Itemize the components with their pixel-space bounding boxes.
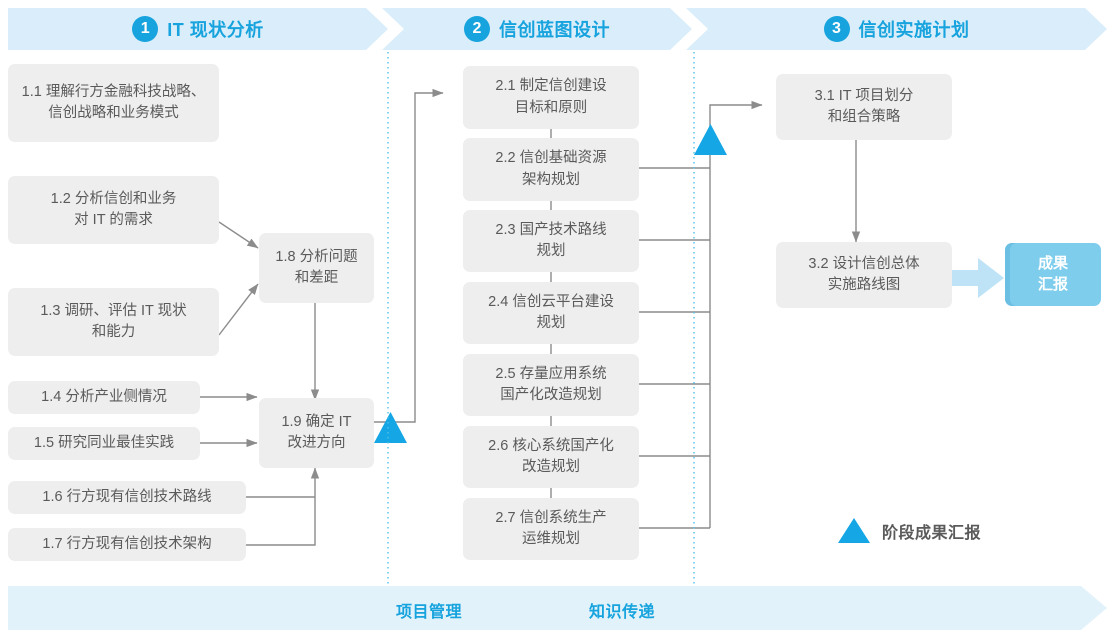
task-box-1-5[interactable]: 1.5 研究同业最佳实践: [8, 427, 200, 460]
task-box-2-2[interactable]: 2.2 信创基础资源 架构规划: [463, 138, 639, 201]
task-box-2-1[interactable]: 2.1 制定信创建设 目标和原则: [463, 66, 639, 129]
bottom-label-project-management[interactable]: 项目管理: [396, 604, 463, 621]
task-box-1-1[interactable]: 1.1 理解行方金融科技战略、 信创战略和业务模式: [8, 64, 219, 142]
milestone-triangle-1: [374, 412, 407, 443]
phase-number-2: 2: [464, 16, 490, 42]
phase-header-2[interactable]: 2 信创蓝图设计: [382, 8, 692, 50]
task-box-1-7[interactable]: 1.7 行方现有信创技术架构: [8, 528, 246, 561]
task-box-2-3[interactable]: 2.3 国产技术路线 规划: [463, 210, 639, 272]
phase-title-3: 信创实施计划: [858, 20, 970, 40]
task-box-1-2[interactable]: 1.2 分析信创和业务 对 IT 的需求: [8, 176, 219, 244]
bottom-label-knowledge-transfer[interactable]: 知识传递: [589, 604, 656, 621]
task-box-1-3[interactable]: 1.3 调研、评估 IT 现状 和能力: [8, 288, 219, 356]
phase-title-1: IT 现状分析: [167, 20, 264, 40]
milestone-triangle-icon: [838, 518, 870, 543]
phase-header-1[interactable]: 1 IT 现状分析: [8, 8, 388, 50]
task-box-3-1[interactable]: 3.1 IT 项目划分 和组合策略: [776, 74, 952, 140]
milestone-triangle-2: [694, 124, 727, 155]
legend-label: 阶段成果汇报: [882, 524, 982, 542]
task-box-2-6[interactable]: 2.6 核心系统国产化 改造规划: [463, 426, 639, 488]
task-box-1-8[interactable]: 1.8 分析问题 和差距: [259, 233, 374, 303]
task-box-2-4[interactable]: 2.4 信创云平台建设 规划: [463, 282, 639, 344]
phase-title-2: 信创蓝图设计: [499, 20, 610, 40]
result-arrow: [950, 258, 1004, 298]
task-box-3-2[interactable]: 3.2 设计信创总体 实施路线图: [776, 242, 952, 308]
phase-number-3: 3: [824, 16, 850, 42]
task-box-1-6[interactable]: 1.6 行方现有信创技术路线: [8, 481, 246, 514]
bottom-band: [8, 586, 1107, 630]
result-box[interactable]: 成果 汇报: [1005, 243, 1101, 306]
task-box-1-9[interactable]: 1.9 确定 IT 改进方向: [259, 398, 374, 468]
legend: 阶段成果汇报: [838, 518, 981, 543]
task-box-1-4[interactable]: 1.4 分析产业侧情况: [8, 381, 200, 414]
task-box-2-5[interactable]: 2.5 存量应用系统 国产化改造规划: [463, 354, 639, 416]
task-box-2-7[interactable]: 2.7 信创系统生产 运维规划: [463, 498, 639, 560]
phase-header-3[interactable]: 3 信创实施计划: [686, 8, 1107, 50]
phase-number-1: 1: [132, 16, 158, 42]
